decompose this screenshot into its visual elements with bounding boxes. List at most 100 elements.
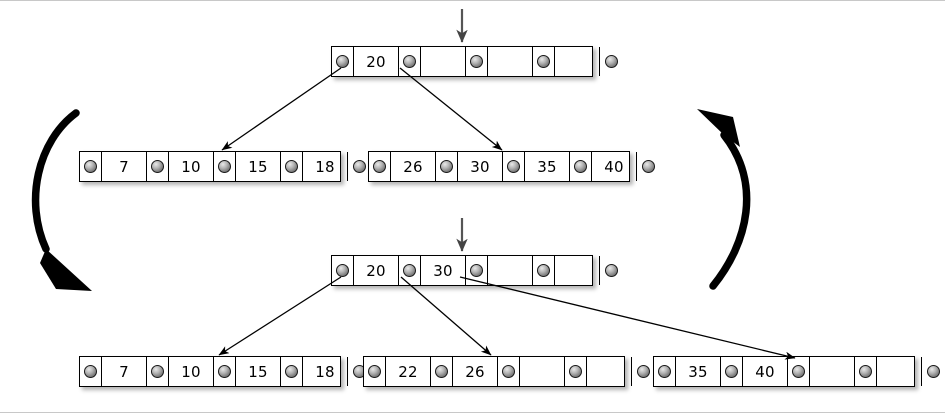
node-pointer-cell[interactable]	[466, 256, 488, 285]
node-pointer-cell[interactable]	[369, 152, 391, 181]
node-pointer-cell[interactable]	[431, 357, 453, 386]
node-pointer-cell[interactable]	[348, 152, 370, 181]
pointer-dot-icon	[285, 160, 298, 173]
root-node-after[interactable]: 20 30	[331, 255, 618, 286]
child-link-before-1	[221, 67, 342, 151]
node-pointer-cell[interactable]	[503, 152, 525, 181]
node-key-cell[interactable]	[421, 47, 466, 76]
pointer-dot-icon	[569, 365, 582, 378]
pointer-dot-icon	[537, 55, 550, 68]
node-pointer-cell[interactable]	[600, 47, 622, 76]
node-key-cell[interactable]	[877, 357, 922, 386]
node-pointer-cell[interactable]	[788, 357, 810, 386]
child-link-before-2	[399, 67, 503, 151]
node-pointer-cell[interactable]	[533, 256, 555, 285]
node-key-cell[interactable]	[488, 47, 533, 76]
node-key-cell[interactable]: 18	[303, 357, 348, 386]
node-key-cell[interactable]: 35	[676, 357, 721, 386]
node-key-cell[interactable]: 26	[453, 357, 498, 386]
pointer-dot-icon	[368, 365, 381, 378]
node-key-cell[interactable]: 15	[236, 357, 281, 386]
node-pointer-cell[interactable]	[281, 357, 303, 386]
transition-arrow-left	[31, 109, 92, 291]
pointer-dot-icon	[151, 365, 164, 378]
node-pointer-cell[interactable]	[922, 357, 944, 386]
node-key-cell[interactable]: 7	[102, 357, 147, 386]
node-key-cell[interactable]: 40	[592, 152, 637, 181]
pointer-dot-icon	[218, 365, 231, 378]
node-key-cell[interactable]: 20	[354, 256, 399, 285]
node-pointer-cell[interactable]	[332, 47, 354, 76]
leaf-node-before-left[interactable]: 7 10 15 18	[79, 151, 366, 182]
pointer-dot-icon	[403, 264, 416, 277]
node-key-cell[interactable]: 18	[303, 152, 348, 181]
node-key-cell[interactable]: 7	[102, 152, 147, 181]
node-key-cell[interactable]	[555, 256, 600, 285]
pointer-dot-icon	[604, 55, 618, 68]
pointer-dot-icon	[725, 365, 738, 378]
node-key-cell[interactable]: 26	[391, 152, 436, 181]
node-key-cell[interactable]	[810, 357, 855, 386]
pointer-dot-icon	[636, 365, 650, 378]
node-key-cell[interactable]	[488, 256, 533, 285]
pointer-dot-icon	[604, 264, 618, 277]
node-key-cell[interactable]: 10	[169, 357, 214, 386]
pointer-dot-icon	[373, 160, 386, 173]
node-pointer-cell[interactable]	[80, 357, 102, 386]
node-pointer-cell[interactable]	[600, 256, 622, 285]
pointer-dot-icon	[926, 365, 940, 378]
pointer-dot-icon	[470, 264, 483, 277]
root-node-before[interactable]: 20	[331, 46, 618, 77]
node-pointer-cell[interactable]	[466, 47, 488, 76]
node-key-cell[interactable]	[520, 357, 565, 386]
pointer-dot-icon	[218, 160, 231, 173]
node-pointer-cell[interactable]	[654, 357, 676, 386]
node-pointer-cell[interactable]	[637, 152, 659, 181]
node-pointer-cell[interactable]	[332, 256, 354, 285]
node-pointer-cell[interactable]	[364, 357, 386, 386]
pointer-dot-icon	[792, 365, 805, 378]
node-pointer-cell[interactable]	[399, 47, 421, 76]
node-pointer-cell[interactable]	[565, 357, 587, 386]
node-pointer-cell[interactable]	[721, 357, 743, 386]
node-key-cell[interactable]: 30	[421, 256, 466, 285]
node-pointer-cell[interactable]	[533, 47, 555, 76]
pointer-dot-icon	[641, 160, 655, 173]
leaf-node-after-middle[interactable]: 22 26	[363, 356, 650, 387]
node-key-cell[interactable]: 40	[743, 357, 788, 386]
leaf-node-after-right[interactable]: 35 40	[653, 356, 940, 387]
node-pointer-cell[interactable]	[570, 152, 592, 181]
node-pointer-cell[interactable]	[281, 152, 303, 181]
node-key-cell[interactable]	[587, 357, 632, 386]
node-key-cell[interactable]: 30	[458, 152, 503, 181]
leaf-node-after-left[interactable]: 7 10 15 18	[79, 356, 366, 387]
node-key-cell[interactable]	[555, 47, 600, 76]
pointer-dot-icon	[336, 264, 349, 277]
node-pointer-cell[interactable]	[855, 357, 877, 386]
pointer-dot-icon	[435, 365, 448, 378]
node-key-cell[interactable]: 20	[354, 47, 399, 76]
node-pointer-cell[interactable]	[214, 357, 236, 386]
node-key-cell[interactable]: 35	[525, 152, 570, 181]
pointer-dot-icon	[285, 365, 298, 378]
node-pointer-cell[interactable]	[399, 256, 421, 285]
pointer-dot-icon	[537, 264, 550, 277]
pointer-dot-icon	[502, 365, 515, 378]
node-pointer-cell[interactable]	[498, 357, 520, 386]
node-pointer-cell[interactable]	[436, 152, 458, 181]
node-pointer-cell[interactable]	[214, 152, 236, 181]
node-pointer-cell[interactable]	[632, 357, 654, 386]
node-key-cell[interactable]: 10	[169, 152, 214, 181]
node-pointer-cell[interactable]	[147, 357, 169, 386]
pointer-dot-icon	[403, 55, 416, 68]
child-link-after-2	[400, 276, 492, 356]
pointer-dot-icon	[151, 160, 164, 173]
node-key-cell[interactable]: 22	[386, 357, 431, 386]
node-pointer-cell[interactable]	[80, 152, 102, 181]
leaf-node-before-right[interactable]: 26 30 35 40	[368, 151, 655, 182]
child-link-after-1	[218, 276, 342, 356]
pointer-dot-icon	[507, 160, 520, 173]
node-pointer-cell[interactable]	[147, 152, 169, 181]
node-key-cell[interactable]: 15	[236, 152, 281, 181]
